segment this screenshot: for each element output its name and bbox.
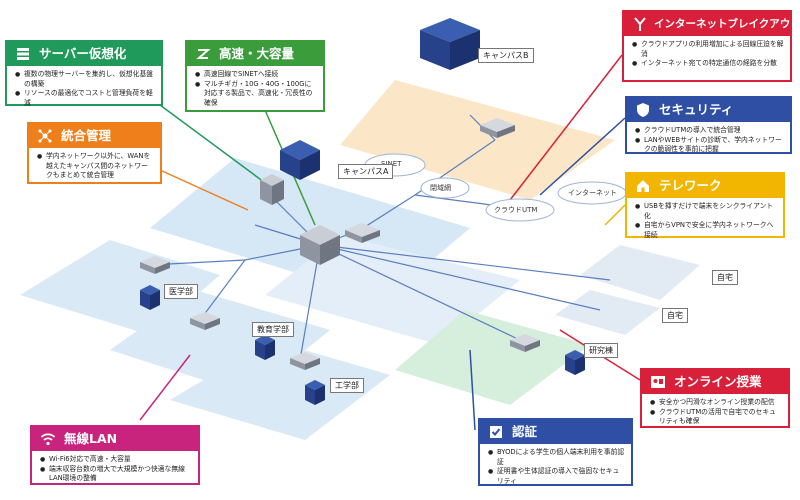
online-class-box: オンライン授業 安全かつ円滑なオンライン授業の配信 クラウドUTMの活用で自宅で… <box>640 368 790 428</box>
server-virtualization-box: サーバー仮想化 複数の物理サーバーを集約し、仮想化基盤の構築 リソースの最適化で… <box>5 40 163 108</box>
campus-b-building <box>420 18 480 70</box>
integrated-item-1: 学内ネットワーク以外に、WANを越えたキャンパス間のネットワークもまとめて統合管… <box>37 152 154 181</box>
breakout-box-title: インターネットブレイクアウト <box>654 18 790 30</box>
core-switch <box>300 225 340 265</box>
server-item-1: 複数の物理サーバーを集約し、仮想化基盤の構築 <box>15 70 155 89</box>
breakout-item-1: クラウドアプリの利用増加による回線圧迫を解消 <box>632 40 784 59</box>
wireless-box-title: 無線LAN <box>64 431 118 446</box>
telework-box-title: テレワーク <box>659 178 722 193</box>
authentication-box: 認証 BYODによる学生の個人端末利用を事前認証 証明書や生体認証の導入で強固な… <box>478 418 633 486</box>
security-item-1: クラウドUTMの導入で統合管理 <box>635 126 784 136</box>
speed-box-title: 高速・大容量 <box>219 46 295 61</box>
server-stack-icon <box>15 46 33 62</box>
security-box: セキュリティ クラウドUTMの導入で統合管理 LANやWEBサイトの診断で、学内… <box>625 96 792 154</box>
wireless-item-2: 端末収容台数の増大で大規模かつ快適な無線LAN環境の整備 <box>40 465 192 484</box>
medical-label: 医学部 <box>164 284 198 299</box>
cloud-utm-label: クラウドUTM <box>494 206 538 214</box>
internet-breakout-box: インターネットブレイクアウト クラウドアプリの利用増加による回線圧迫を解消 イン… <box>622 10 792 82</box>
wireless-lan-box: 無線LAN Wi-Fi6対応で高速・大容量 端末収容台数の増大で大規模かつ快適な… <box>30 425 200 485</box>
network-hub-icon <box>37 128 55 144</box>
telework-box: テレワーク USBを挿すだけで端末をシンクライアント化 自宅からVPNで安全に学… <box>625 172 785 240</box>
house-icon <box>635 178 653 194</box>
engineering-label: 工学部 <box>330 378 364 393</box>
internet-label: インターネット <box>568 189 617 197</box>
speed-item-1: 高速回線でSINETへ接続 <box>195 70 317 80</box>
auth-item-1: BYODによる学生の個人端末利用を事前認証 <box>488 448 625 467</box>
shield-icon <box>635 102 653 118</box>
breakout-item-2: インターネット宛ての特定通信の経路を分散 <box>632 59 784 69</box>
campus-b-floor <box>340 80 615 200</box>
education-building <box>255 335 275 360</box>
router-campus-b <box>480 118 515 138</box>
lightning-icon <box>195 46 213 62</box>
telework-item-1: USBを挿すだけで端末をシンクライアント化 <box>635 202 777 221</box>
telework-item-2: 自宅からVPNで安全に学内ネットワークへ接続 <box>635 221 777 240</box>
high-speed-box: 高速・大容量 高速回線でSINETへ接続 マルチギガ・10G・40G・100Gに… <box>185 40 325 112</box>
switch-engineering <box>290 352 320 370</box>
research-label: 研究棟 <box>584 343 618 358</box>
video-lesson-icon <box>650 374 668 390</box>
network-links <box>149 114 611 361</box>
medical-building <box>140 285 160 310</box>
research-floor <box>395 310 590 405</box>
closed-network-label: 閉域網 <box>430 184 451 192</box>
home1-label: 自宅 <box>712 270 738 285</box>
campus-a-label: キャンパスA <box>338 164 394 179</box>
router-campus-a <box>345 223 380 243</box>
checkbox-icon <box>488 424 506 440</box>
server-item-2: リソースの最適化でコストと管理負荷を軽減 <box>15 89 155 108</box>
online-item-2: クラウドUTMの活用で自宅でのセキュリティも確保 <box>650 408 782 427</box>
home2-floor <box>555 290 660 335</box>
online-box-title: オンライン授業 <box>674 374 762 389</box>
server-box-title: サーバー仮想化 <box>39 46 127 61</box>
switch-education <box>190 312 220 330</box>
engineering-building <box>305 380 325 405</box>
campus-a-building <box>280 140 320 180</box>
online-item-1: 安全かつ円滑なオンライン授業の配信 <box>650 398 782 408</box>
auth-item-2: 証明書や生体認証の導入で強固なセキュリティ <box>488 467 625 486</box>
closed-network-cloud <box>420 177 470 199</box>
switch-medical <box>140 256 170 274</box>
security-box-title: セキュリティ <box>659 102 734 117</box>
cloud-utm-cloud <box>485 198 555 222</box>
campus-b-label: キャンパスB <box>478 48 534 63</box>
home1-floor <box>580 245 700 300</box>
home2-label: 自宅 <box>662 308 688 323</box>
switch-research <box>510 334 540 352</box>
speed-item-2: マルチギガ・10G・40G・100Gに対応する製品で、高速化・冗長性の確保 <box>195 80 317 109</box>
auth-box-title: 認証 <box>512 424 538 439</box>
wireless-item-1: Wi-Fi6対応で高速・大容量 <box>40 455 192 465</box>
server-rack <box>260 174 284 205</box>
research-building <box>565 350 585 375</box>
wifi-icon <box>40 431 58 447</box>
security-item-2: LANやWEBサイトの診断で、学内ネットワークの脆弱性を事前に把握 <box>635 136 784 155</box>
engineering-floor <box>170 340 390 440</box>
integrated-management-box: 統合管理 学内ネットワーク以外に、WANを越えたキャンパス間のネットワークもまと… <box>27 122 162 184</box>
branch-icon <box>632 16 648 32</box>
network-devices <box>140 118 540 370</box>
education-label: 教育学部 <box>252 322 294 337</box>
integrated-box-title: 統合管理 <box>61 128 112 143</box>
